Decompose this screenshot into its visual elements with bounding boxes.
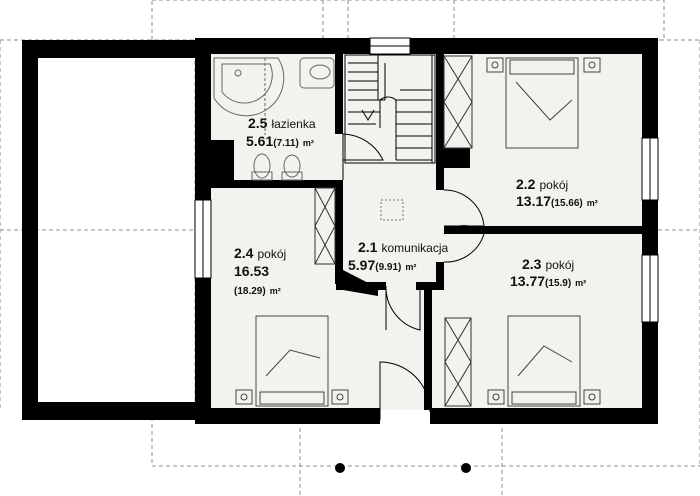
svg-text:5.97(9.91)m²: 5.97(9.91)m² [348, 257, 416, 273]
bed-room-2-4 [235, 315, 349, 407]
bed-room-2-3 [487, 315, 601, 407]
wardrobes [314, 55, 473, 407]
bathroom-fixtures [213, 57, 335, 181]
svg-text:13.77(15.9)m²: 13.77(15.9)m² [510, 273, 586, 289]
bed-room-2-2 [486, 57, 601, 149]
porch-columns [335, 463, 471, 473]
interior-walls [210, 52, 644, 410]
exterior-walls [195, 38, 658, 424]
svg-text:13.17(15.66)m²: 13.17(15.66)m² [516, 193, 598, 209]
landing-marker [380, 199, 404, 221]
doors [342, 133, 485, 420]
staircase [344, 54, 436, 164]
beds [235, 57, 601, 407]
windows [194, 37, 659, 323]
svg-text:(18.29)m²: (18.29)m² [234, 286, 281, 297]
svg-text:16.53: 16.53 [234, 263, 269, 279]
svg-text:5.61(7.11)m²: 5.61(7.11)m² [246, 133, 314, 149]
